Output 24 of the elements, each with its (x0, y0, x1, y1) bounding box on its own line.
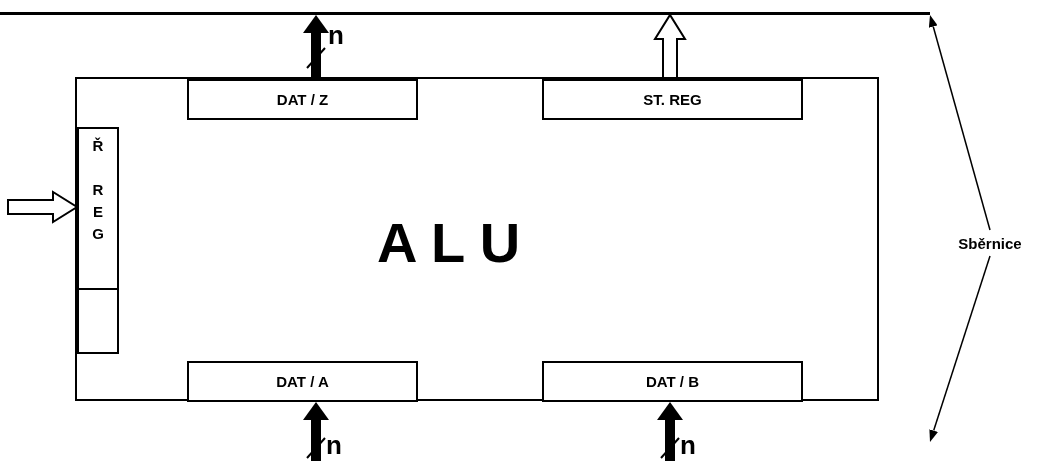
arrow (303, 15, 329, 79)
arrow (653, 13, 687, 80)
edge-label: n (326, 432, 342, 458)
arrow (928, 15, 991, 231)
register-label: DAT / B (645, 373, 700, 390)
bus-label: Sběrnice (958, 234, 1022, 252)
register-label: ST. REG (643, 91, 702, 108)
register-label: DAT / Z (276, 91, 329, 108)
edge-label: n (680, 432, 696, 458)
arrow (303, 402, 329, 461)
register-label: Ř (91, 136, 105, 156)
register-box (542, 361, 803, 402)
register-box (77, 127, 119, 290)
alu-block (75, 77, 879, 401)
register-box (542, 79, 803, 120)
arrow (657, 402, 683, 461)
register-label: DAT / A (276, 373, 329, 390)
bus-line (0, 12, 930, 15)
block-title: A L U (377, 215, 521, 271)
register-box (187, 79, 418, 120)
register-label: REG (91, 180, 105, 244)
arrow (929, 255, 991, 442)
edge-label: n (328, 22, 344, 48)
register-box (187, 361, 418, 402)
